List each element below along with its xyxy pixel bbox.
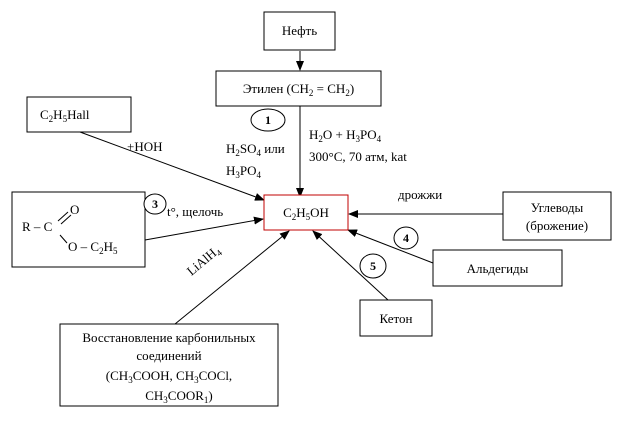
label-lialh4: LiAlH4 (184, 242, 225, 280)
node-carbohydrates-line2: (брожение) (526, 218, 588, 233)
node-aldehydes: Альдегиды (432, 249, 563, 287)
node-ethylene: Этилен (CH2 = CH2) (215, 70, 382, 107)
edge-ester-ethanol (144, 216, 264, 241)
label-hoh: +HOH (127, 139, 163, 154)
node-oil: Нефть (263, 11, 336, 51)
ester-o-top: O (70, 202, 79, 217)
edge-halide-ethanol (79, 131, 265, 201)
step-5-badge: 5 (359, 253, 387, 279)
step-3-badge: 3 (143, 193, 167, 215)
label-phosphoric-acid: H3PO4 (226, 163, 262, 180)
carbonyl-line1: Восстановление карбонильных (82, 330, 256, 345)
ester-single-bond (59, 234, 68, 244)
node-aldehydes-label: Альдегиды (467, 261, 529, 276)
label-hydration-reagents: H2O + H3PO4 (309, 127, 382, 144)
node-carbonyl-reduction: Восстановление карбонильных соединений (… (59, 323, 279, 407)
node-ketone: Кетон (359, 299, 433, 337)
edge-ketone-ethanol (312, 230, 389, 301)
carbonyl-line4: CH3COOR1) (145, 388, 213, 405)
node-oil-label: Нефть (282, 23, 317, 38)
label-alkali: t°, щелочь (167, 204, 223, 219)
node-ethyl-halide: C2H5Hall (26, 96, 132, 133)
carbonyl-line2: соединений (136, 348, 201, 363)
node-ethyl-halide-label: C2H5Hall (40, 107, 90, 124)
ester-double-bond-b (60, 214, 72, 225)
ester-oc2h5-label: O – C2H5 (68, 239, 118, 256)
node-carbohydrates: Углеводы (брожение) (502, 191, 612, 241)
ester-double-bond-a (57, 211, 69, 222)
node-ethanol-label: C2H5OH (283, 205, 329, 222)
step-4-badge: 4 (393, 226, 419, 250)
node-ester: R – C O O – C2H5 (11, 191, 146, 268)
ester-rc-label: R – C (22, 219, 52, 234)
node-ethylene-label: Этилен (CH2 = CH2) (243, 81, 354, 98)
step-4-number: 4 (403, 231, 409, 245)
label-yeast: дрожжи (398, 187, 442, 202)
label-hydration-conditions: 300°C, 70 атм, kat (309, 149, 407, 164)
step-5-number: 5 (370, 259, 376, 273)
node-ethanol: C2H5OH (263, 194, 349, 231)
carbonyl-line3: (CH3COOH, CH3COCl, (106, 368, 232, 385)
step-3-number: 3 (152, 197, 158, 211)
edge-carbonyl-ethanol (174, 230, 290, 325)
node-carbohydrates-line1: Углеводы (531, 200, 584, 215)
step-1-badge: 1 (250, 108, 286, 132)
step-1-number: 1 (265, 113, 271, 127)
edge-aldehydes-ethanol (347, 229, 434, 264)
node-ketone-label: Кетон (380, 311, 413, 326)
label-sulfuric-acid: H2SO4 или (226, 141, 285, 158)
label-lialh4-text: LiAlH4 (184, 242, 225, 280)
